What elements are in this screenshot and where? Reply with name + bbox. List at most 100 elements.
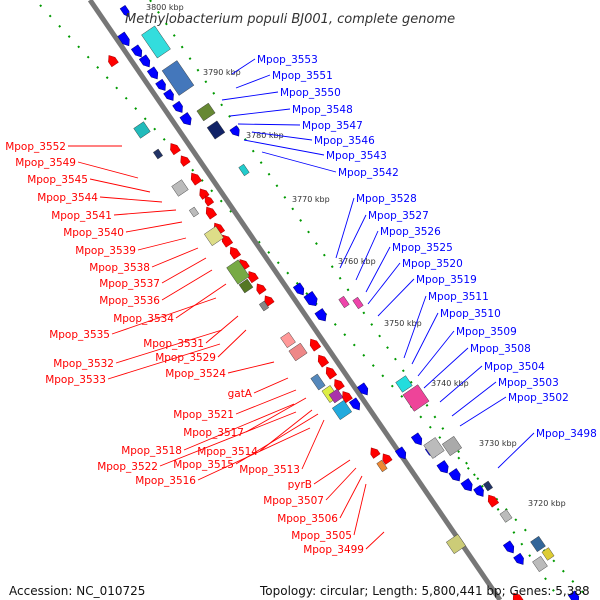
reverse-gene-leader-line	[261, 151, 337, 173]
gene-feature-block	[238, 163, 250, 177]
forward-gene-leader-line	[253, 377, 289, 394]
forward-gene-leader-line	[325, 467, 357, 501]
forward-gene-label: gatA	[228, 388, 253, 400]
forward-gene-label: Mpop_3515	[173, 459, 234, 471]
reverse-gene-label: Mpop_3542	[338, 167, 399, 179]
reverse-gene-label: Mpop_3525	[392, 242, 453, 254]
forward-gene-leader-line	[175, 283, 227, 319]
reverse-gene-leader-line	[423, 347, 469, 389]
forward-gene-leader-line	[365, 531, 385, 550]
forward-gene-label: Mpop_3541	[51, 210, 112, 222]
gene-feature-block	[141, 25, 171, 59]
reverse-gene-leader-line	[237, 123, 301, 126]
forward-gene-leader-line	[115, 329, 223, 364]
scale-label: 3720 kbp	[528, 499, 566, 508]
forward-gene-label: Mpop_3540	[63, 227, 124, 239]
forward-gene-label: Mpop_3537	[99, 278, 160, 290]
gene-feature-block	[445, 533, 467, 555]
forward-gene-arrow	[170, 143, 181, 156]
forward-gene-arrow	[229, 246, 242, 260]
forward-gene-arrow	[256, 283, 267, 295]
gene-feature-block	[226, 259, 250, 285]
reverse-gene-arrow	[179, 112, 192, 126]
gene-feature-block	[395, 375, 413, 393]
reverse-gene-leader-line	[221, 91, 279, 101]
forward-gene-label: pyrB	[288, 479, 312, 491]
reverse-gene-arrow	[138, 54, 151, 68]
reverse-gene-label: Mpop_3520	[402, 258, 463, 270]
forward-gene-leader-line	[99, 196, 163, 203]
gene-feature-block	[532, 555, 548, 573]
reverse-gene-arrow	[356, 382, 369, 396]
forward-gene-arrow	[309, 338, 322, 352]
reverse-gene-label: Mpop_3553	[257, 54, 318, 66]
forward-gene-leader-line	[111, 297, 217, 335]
forward-gene-leader-line	[235, 389, 297, 415]
reverse-gene-leader-line	[251, 131, 313, 141]
gene-feature-block	[499, 509, 513, 523]
forward-gene-leader-line	[183, 403, 295, 451]
scale-label: 3790 kbp	[203, 68, 241, 77]
gene-feature-block	[188, 206, 200, 218]
reverse-gene-label: Mpop_3498	[536, 428, 597, 440]
reverse-gene-leader-line	[235, 74, 271, 89]
forward-gene-leader-line	[113, 209, 177, 216]
forward-gene-label: Mpop_3506	[277, 513, 338, 525]
scale-label: 3780 kbp	[246, 131, 284, 140]
forward-gene-arrow	[317, 354, 330, 368]
reverse-gene-label: Mpop_3502	[508, 392, 569, 404]
forward-gene-label: Mpop_3531	[143, 338, 204, 350]
reverse-gene-leader-line	[243, 139, 325, 156]
gene-feature-block	[258, 300, 270, 312]
scale-label: 3760 kbp	[338, 257, 376, 266]
forward-gene-label: Mpop_3499	[303, 544, 364, 556]
forward-gene-arrow	[382, 453, 393, 465]
reverse-gene-label: Mpop_3509	[456, 326, 517, 338]
forward-gene-arrow	[264, 295, 275, 307]
gene-feature-block	[530, 535, 546, 553]
reverse-gene-arrow	[117, 31, 130, 47]
forward-gene-leader-line	[301, 419, 325, 470]
gene-feature-block	[541, 547, 555, 561]
forward-gene-label: Mpop_3514	[197, 446, 258, 458]
forward-gene-leader-line	[161, 257, 207, 284]
forward-gene-leader-line	[205, 315, 239, 344]
forward-gene-label: Mpop_3517	[183, 427, 244, 439]
reverse-gene-arrow	[348, 397, 361, 411]
forward-gene-label: Mpop_3532	[53, 358, 114, 370]
forward-gene-label: Mpop_3513	[239, 464, 300, 476]
reverse-gene-leader-line	[451, 381, 497, 417]
forward-gene-leader-line	[227, 361, 275, 374]
forward-gene-arrow	[205, 206, 218, 220]
forward-gene-label: Mpop_3529	[155, 352, 216, 364]
forward-gene-leader-line	[125, 221, 183, 233]
reverse-gene-arrow	[119, 5, 130, 18]
gene-feature-block	[288, 342, 308, 362]
forward-gene-label: Mpop_3535	[49, 329, 110, 341]
topology-text: Topology: circular; Length: 5,800,441 bp…	[260, 584, 590, 598]
forward-gene-label: Mpop_3507	[263, 495, 324, 507]
forward-gene-arrow	[487, 494, 500, 508]
gene-feature-block	[171, 179, 189, 197]
forward-gene-leader-line	[159, 411, 297, 467]
forward-gene-label: Mpop_3544	[37, 192, 98, 204]
scale-label: 3770 kbp	[292, 195, 330, 204]
forward-gene-leader-line	[137, 237, 187, 251]
forward-gene-label: Mpop_3549	[15, 157, 76, 169]
gene-feature-block	[482, 480, 494, 492]
accession-text: Accession: NC_010725	[9, 584, 146, 598]
reverse-gene-leader-line	[403, 295, 427, 359]
reverse-gene-arrow	[163, 88, 174, 101]
reverse-gene-leader-line	[355, 230, 379, 281]
reverse-gene-label: Mpop_3551	[272, 70, 333, 82]
reverse-gene-label: Mpop_3546	[314, 135, 375, 147]
reverse-gene-arrow	[172, 100, 183, 113]
reverse-gene-arrow	[303, 291, 318, 307]
forward-gene-leader-line	[313, 459, 351, 485]
scale-label: 3730 kbp	[479, 439, 517, 448]
reverse-gene-leader-line	[459, 396, 507, 427]
reverse-gene-label: Mpop_3526	[380, 226, 441, 238]
gene-feature-block	[203, 225, 225, 247]
gene-feature-block	[402, 384, 430, 412]
forward-gene-arrow	[204, 195, 215, 207]
